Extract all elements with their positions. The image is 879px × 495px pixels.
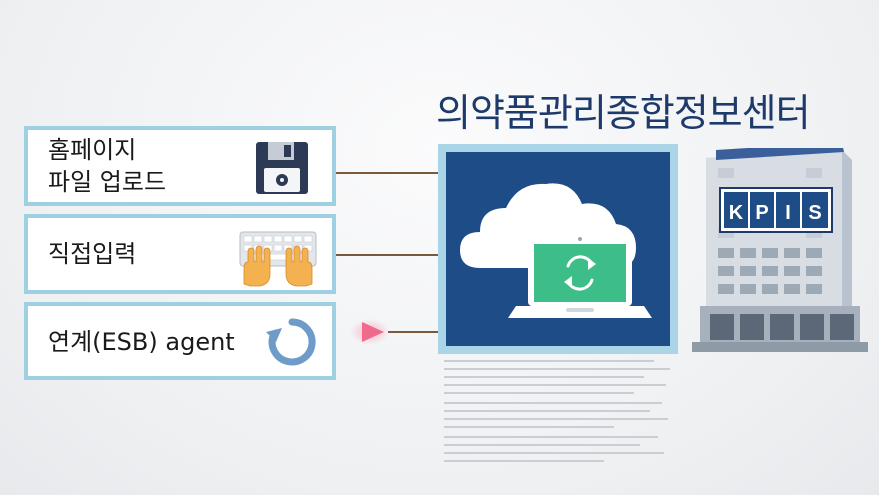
flow-arrow-icon <box>350 319 390 345</box>
central-system-panel <box>438 144 678 354</box>
cloud-laptop-sync-icon <box>460 183 652 318</box>
building-sign-letter: K <box>729 202 744 224</box>
input-box-esb-agent: 연계(ESB) agent <box>24 302 336 380</box>
building-sign-letter: P <box>755 202 768 224</box>
document-reflection <box>444 360 670 462</box>
connector-line-esb <box>388 331 438 333</box>
connector-line-upload <box>336 172 438 174</box>
input-box-direct-entry: 직접입력 <box>24 214 336 294</box>
center-title: 의약품관리종합정보센터 <box>436 91 811 135</box>
floppy-disk-icon <box>256 142 308 194</box>
input-label: 직접입력 <box>48 240 137 268</box>
input-label: 연계(ESB) agent <box>48 328 235 356</box>
building-sign-letter: I <box>785 202 791 224</box>
keyboard-typing-icon <box>239 231 317 287</box>
input-box-homepage-upload: 홈페이지 파일 업로드 <box>24 126 336 206</box>
input-label-line1: 홈페이지 <box>48 136 137 164</box>
input-label-line2: 파일 업로드 <box>48 168 167 196</box>
sync-arrow-icon <box>266 318 316 366</box>
office-building-icon: K P I S <box>692 148 868 352</box>
connector-line-direct <box>336 254 438 256</box>
building-sign-letter: S <box>808 202 821 224</box>
